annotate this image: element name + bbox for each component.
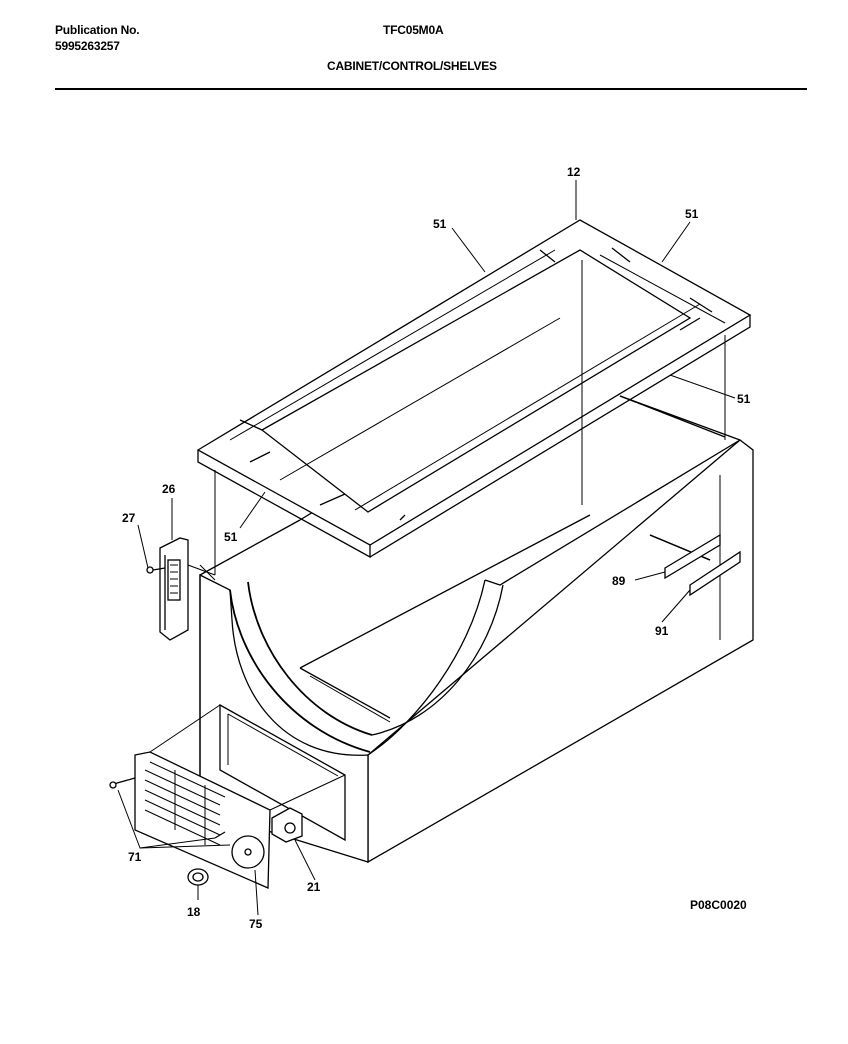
- callout-51-right: 51: [737, 392, 751, 406]
- callout-27: 27: [122, 511, 136, 525]
- model-number: TFC05M0A: [383, 23, 444, 37]
- callout-leaders: [117, 180, 736, 916]
- callout-26: 26: [162, 482, 176, 496]
- publication-label: Publication No.: [55, 23, 140, 37]
- callout-75: 75: [249, 917, 263, 931]
- callout-91: 91: [655, 624, 669, 638]
- screws: [109, 777, 226, 839]
- callout-89: 89: [612, 574, 626, 588]
- callout-51-bottom-left: 51: [224, 530, 238, 544]
- gasket-frame: [196, 219, 752, 559]
- alignment-lines: [199, 260, 726, 581]
- callout-labels: 12 51 51 51 51 26 27 89 91 71 21 18 75 P…: [122, 165, 751, 931]
- figure-code: P08C0020: [690, 898, 747, 912]
- hinge-assembly: [146, 537, 216, 641]
- callout-51-top-right: 51: [685, 207, 699, 221]
- callout-12: 12: [567, 165, 581, 179]
- callout-51-top-left: 51: [433, 217, 447, 231]
- callout-18: 18: [187, 905, 201, 919]
- section-title: CABINET/CONTROL/SHELVES: [327, 59, 497, 73]
- callout-71: 71: [128, 850, 142, 864]
- publication-number: 5995263257: [55, 39, 120, 53]
- grille-panel: [134, 704, 346, 889]
- plug-button: [187, 868, 209, 886]
- callout-21: 21: [307, 880, 321, 894]
- decals: [664, 533, 741, 597]
- cabinet-body: [199, 351, 754, 864]
- header-rule: [55, 88, 807, 90]
- control-thermostat: [271, 807, 303, 843]
